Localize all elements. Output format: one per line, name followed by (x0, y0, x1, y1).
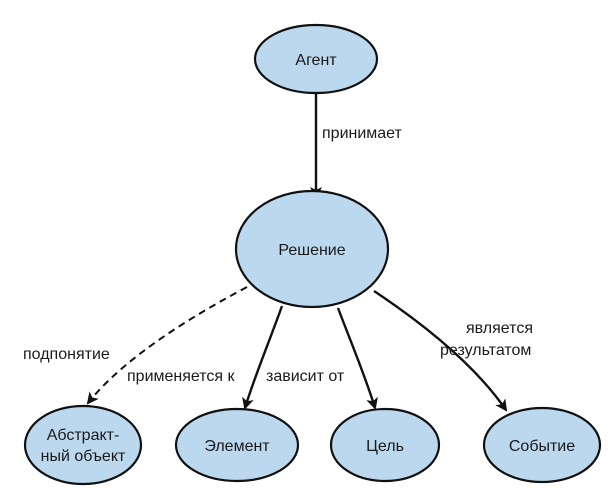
edge-depends-on: зависит от (266, 307, 378, 410)
edge-subconcept-line (86, 286, 248, 405)
edge-accepts: принимает (310, 93, 403, 199)
node-decision-shape (234, 189, 390, 309)
node-abstract-object-shape (23, 404, 143, 486)
edge-is-result: является результатом (373, 290, 533, 412)
node-event-label: Событие (509, 438, 575, 455)
node-abstract-object-label-line2: ный объект (41, 448, 126, 465)
edge-subconcept-label: подпонятие (23, 346, 110, 363)
node-event: Событие (482, 406, 602, 484)
node-goal-label: Цель (366, 438, 404, 455)
node-element-label: Элемент (204, 438, 270, 455)
node-goal-shape (329, 407, 441, 483)
node-decision: Решение (234, 189, 390, 309)
node-goal: Цель (329, 407, 441, 483)
node-abstract-object: Абстракт- ный объект (23, 404, 143, 486)
node-agent-label: Агент (295, 52, 337, 69)
node-agent: Агент (253, 23, 379, 95)
node-agent-shape (253, 23, 379, 95)
edge-applies-to-line (242, 305, 284, 410)
node-element: Элемент (174, 407, 300, 483)
edge-is-result-label-line2: результатом (440, 342, 531, 359)
node-element-shape (174, 407, 300, 483)
edge-applies-to: применяется к (127, 305, 284, 410)
edge-depends-on-label: зависит от (266, 368, 345, 385)
node-decision-label: Решение (278, 242, 345, 259)
edge-subconcept: подпонятие (23, 286, 248, 405)
edge-applies-to-label: применяется к (127, 368, 236, 385)
edge-is-result-label-line1: является (466, 320, 533, 337)
edge-depends-on-line (336, 307, 378, 410)
edge-accepts-label: принимает (322, 125, 403, 142)
node-abstract-object-label-line1: Абстракт- (47, 427, 120, 444)
edge-is-result-line (373, 290, 508, 412)
node-event-shape (482, 406, 602, 484)
